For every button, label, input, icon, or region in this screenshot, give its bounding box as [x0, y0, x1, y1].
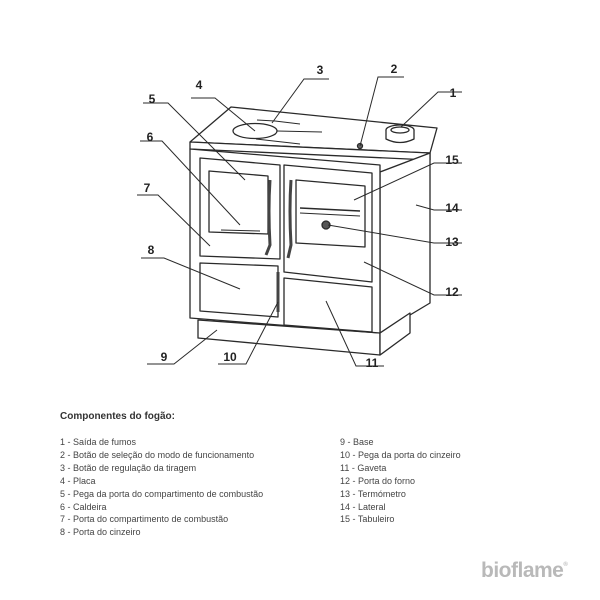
- callout-2: 2: [391, 62, 398, 76]
- brand-name: bioflame: [481, 559, 564, 582]
- oven-window: [295, 179, 366, 248]
- legend-item: 10 - Pega da porta do cinzeiro: [340, 449, 461, 460]
- legend-item: 13 - Termómetro: [340, 488, 406, 499]
- leader-12: [363, 261, 462, 296]
- callout-7: 7: [144, 181, 151, 195]
- legend-item: 2 - Botão de seleção do modo de funciona…: [60, 449, 255, 460]
- callout-10: 10: [223, 350, 237, 364]
- leader-13: [327, 224, 462, 244]
- callout-3: 3: [317, 63, 324, 77]
- legend-item: 12 - Porta do forno: [340, 475, 416, 486]
- leader-10: [218, 301, 279, 365]
- flue-outlet: [385, 130, 415, 144]
- legend-item: 6 - Caldeira: [60, 501, 107, 512]
- legend-item: 9 - Base: [340, 437, 374, 447]
- legend-item: 7 - Porta do compartimento de combustão: [60, 514, 229, 525]
- leader-11: [325, 300, 384, 367]
- ash-pan-door: [199, 262, 279, 318]
- leader-7: [137, 194, 211, 247]
- legend-list-right: 9 - Base 10 - Pega da porta do cinzeiro …: [340, 436, 461, 526]
- leader-1: [400, 91, 462, 128]
- leader-6: [140, 140, 241, 226]
- callout-4: 4: [196, 78, 203, 92]
- combustion-door: [199, 157, 281, 260]
- callout-9: 9: [161, 350, 168, 364]
- legend-item: 5 - Pega da porta do compartimento de co…: [60, 488, 264, 499]
- callout-6: 6: [147, 130, 154, 144]
- leader-15: [353, 162, 462, 201]
- leader-4: [191, 97, 256, 132]
- callout-8: 8: [148, 243, 155, 257]
- callout-1: 1: [450, 86, 457, 100]
- front-frame: [189, 148, 381, 334]
- drawer: [283, 277, 373, 333]
- side-panel: [379, 152, 431, 334]
- legend-list-left: 1 - Saída de fumos 2 - Botão de seleção …: [60, 436, 263, 539]
- registered-mark: ®: [563, 562, 568, 568]
- callout-13: 13: [445, 235, 459, 249]
- legend-item: 8 - Porta do cinzeiro: [60, 527, 141, 538]
- legend-heading: Componentes do fogão:: [60, 411, 175, 422]
- legend-item: 1 - Saída de fumos: [60, 437, 137, 447]
- callout-11: 11: [366, 356, 379, 370]
- combustion-door-handle: [264, 179, 272, 256]
- legend-item: 4 - Placa: [60, 475, 96, 486]
- legend-item: 15 - Tabuleiro: [340, 514, 395, 525]
- legend-item: 11 - Gaveta: [340, 462, 387, 473]
- leader-14: [415, 204, 462, 211]
- base-plinth-side: [379, 312, 411, 356]
- leader-3: [271, 78, 329, 124]
- legend-item: 14 - Lateral: [340, 501, 386, 512]
- callout-5: 5: [149, 92, 156, 106]
- leader-8: [141, 257, 241, 290]
- leader-5: [143, 102, 246, 181]
- legend-item: 3 - Botão de regulação da tiragem: [60, 462, 197, 473]
- oven-door-handle: [286, 179, 293, 259]
- leader-9: [147, 329, 218, 365]
- oven-door: [283, 164, 373, 283]
- leader-2: [359, 76, 404, 147]
- callout-15: 15: [445, 153, 459, 167]
- stove-diagram: 1 2 3 4 5 6 7 8 9 10 11 12 13 14 15: [137, 62, 462, 370]
- brand-logo: bioflame®: [481, 559, 568, 583]
- callout-14: 14: [445, 201, 459, 215]
- callout-12: 12: [445, 285, 459, 299]
